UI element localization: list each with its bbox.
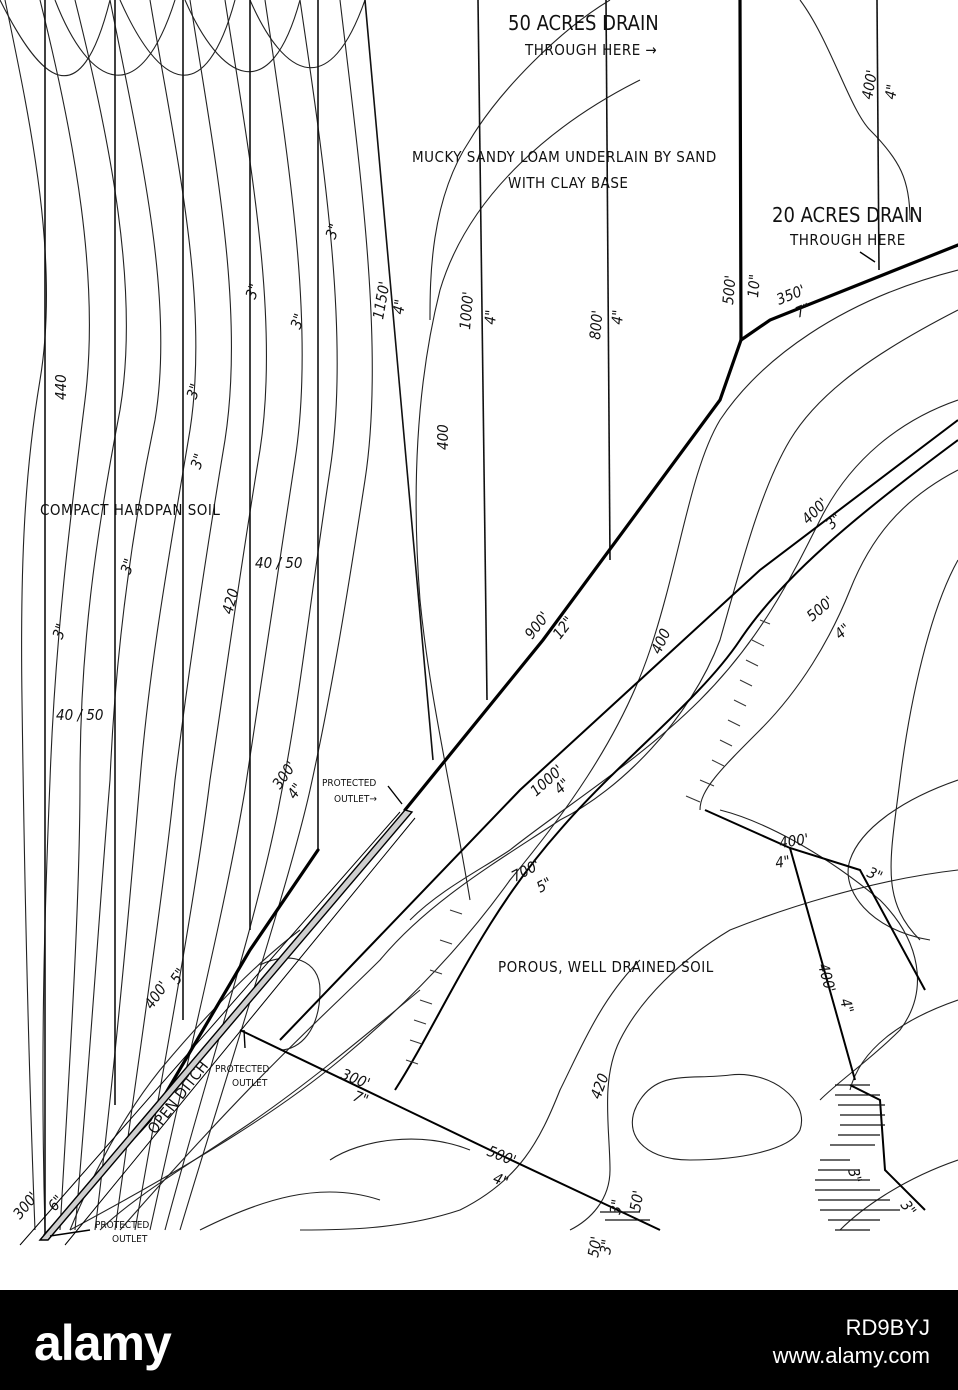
feature-label-protected-outlet-mid-2: OUTLET	[232, 1078, 268, 1089]
drain-size-4: 10"	[744, 273, 764, 298]
secondary-drains	[239, 419, 958, 1231]
drain-length-4: 500'	[719, 274, 739, 305]
contour-lines	[0, 0, 958, 1231]
feature-label-protected-outlet-upper-1: PROTECTED	[322, 778, 376, 789]
lateral-size-7: 3"	[322, 221, 344, 241]
contour-label-440: 440	[52, 374, 70, 400]
swamp-mark-3: 3"	[606, 1198, 626, 1216]
feature-label-protected-outlet-low-1: PROTECTED	[95, 1220, 149, 1231]
drain-size-3: 4"	[608, 309, 627, 325]
drain-size-6: 7"	[793, 299, 813, 321]
region-label-hardpan: COMPACT HARDPAN SOIL	[40, 501, 220, 519]
swamp-mark-7: 3"	[864, 863, 885, 886]
feature-label-protected-outlet-mid-1: PROTECTED	[215, 1064, 269, 1075]
feature-label-protected-outlet-low-2: OUTLET	[112, 1234, 148, 1245]
drain-length-5: 400'	[858, 69, 881, 101]
swamp-mark-5: 3"	[596, 1238, 616, 1256]
swamp-mark-1: 3"	[844, 1166, 865, 1185]
lateral-drains	[44, 0, 880, 1235]
region-label-mucky-line1: MUCKY SANDY LOAM UNDERLAIN BY SAND	[412, 148, 717, 166]
drain-size-12: 4"	[774, 852, 791, 872]
watermark-footer: alamy RD9BYJ www.alamy.com	[0, 1290, 958, 1390]
lateral-size-6: 3"	[287, 311, 309, 331]
map-background	[0, 0, 958, 1290]
contour-interval-center: 40 / 50	[255, 554, 302, 572]
lateral-size-marks: 3" 3" 3" 3" 3" 3" 3"	[49, 221, 344, 641]
callout-twenty-acres-line1: 20 ACRES DRAIN	[772, 203, 923, 227]
swamp-mark-4: 50'	[626, 1189, 647, 1213]
callout-twenty-acres-line2: THROUGH HERE	[789, 231, 906, 249]
stock-id: RD9BYJ www.alamy.com	[773, 1314, 930, 1370]
drainage-map: COMPACT HARDPAN SOIL MUCKY SANDY LOAM UN…	[0, 0, 958, 1290]
drain-size-17: 4"	[491, 1169, 511, 1191]
lateral-size-5: 3"	[242, 281, 264, 301]
callout-fifty-acres-line1: 50 ACRES DRAIN	[508, 11, 659, 35]
drain-size-13: 4"	[836, 996, 857, 1015]
drain-length-12: 400'	[778, 830, 810, 852]
drain-length-2: 1000'	[456, 291, 477, 330]
slope-hachures	[405, 619, 771, 1065]
drain-length-3: 800'	[586, 309, 606, 340]
alamy-logo: alamy	[34, 1315, 172, 1371]
contour-interval-left: 40 / 50	[56, 706, 103, 724]
open-ditch	[19, 809, 416, 1246]
lateral-size-1: 3"	[49, 621, 71, 641]
drain-size-2: 4"	[481, 309, 500, 325]
swamp-size-marks: 3" 3" 3" 50' 3" 50' 3"	[584, 863, 920, 1258]
feature-label-protected-outlet-upper-2: OUTLET→	[334, 794, 377, 805]
callout-arrows	[49, 251, 876, 1237]
drain-size-1: 4"	[389, 298, 409, 316]
swamp-hatching	[600, 1084, 900, 1231]
lateral-size-4: 3"	[183, 381, 205, 401]
drain-size-5: 4"	[881, 83, 901, 101]
swamp-mark-6: 50'	[584, 1235, 605, 1259]
lateral-size-2: 3"	[117, 556, 139, 576]
drain-size-16: 7"	[351, 1087, 371, 1109]
region-label-porous: POROUS, WELL DRAINED SOIL	[498, 958, 714, 976]
region-label-mucky-line2: WITH CLAY BASE	[508, 174, 628, 192]
image-id: RD9BYJ	[845, 1315, 930, 1340]
site-url: www.alamy.com	[772, 1343, 930, 1368]
lateral-size-3: 3"	[187, 451, 209, 471]
callout-fifty-acres-line2: THROUGH HERE →	[524, 41, 657, 59]
contour-label-400-upper: 400	[434, 424, 452, 450]
